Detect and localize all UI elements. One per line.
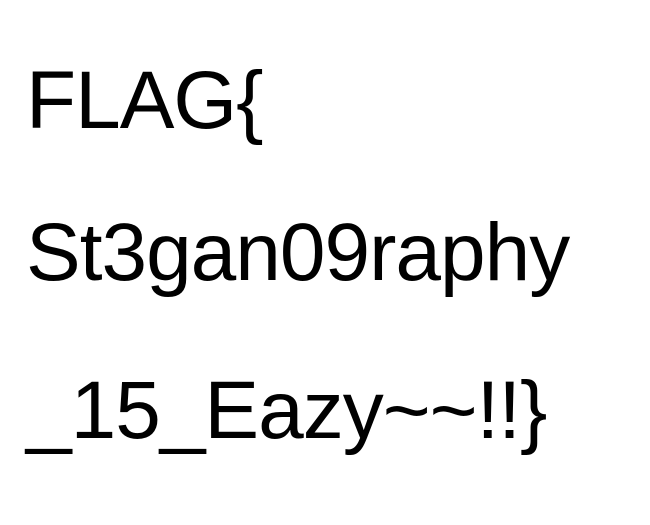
flag-line-3: _15_Eazy~~!!}	[26, 365, 547, 456]
flag-line-2: St3gan09raphy	[26, 207, 570, 298]
flag-line-1: FLAG{	[26, 55, 264, 146]
